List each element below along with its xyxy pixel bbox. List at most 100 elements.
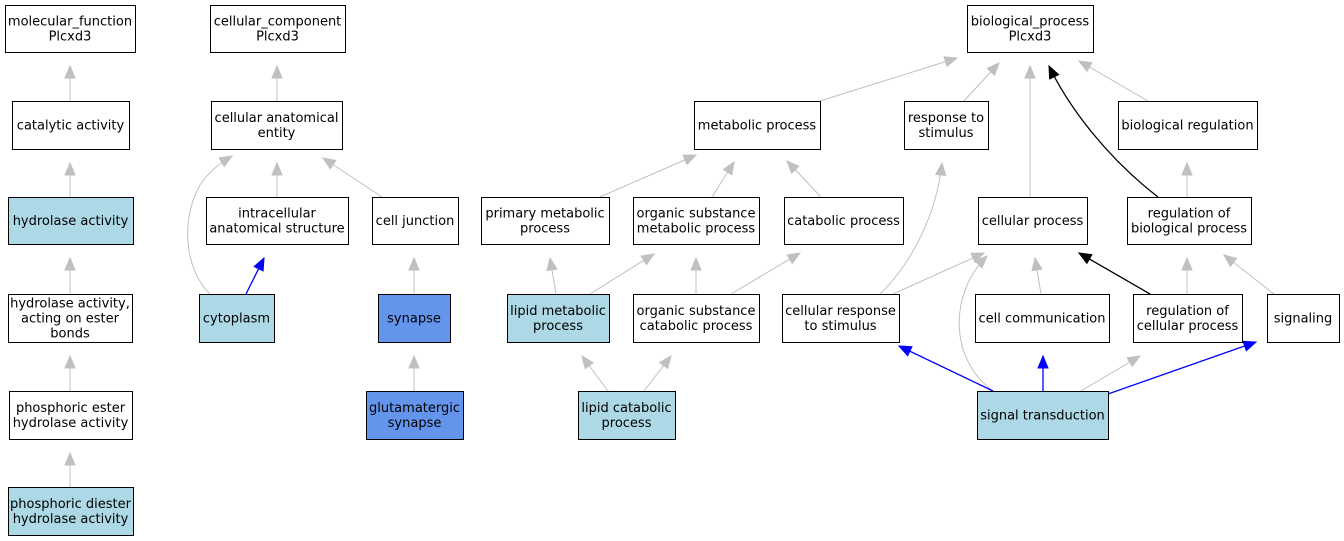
node-cell-communication[interactable]: cell communication (975, 294, 1110, 343)
edge-lipid-catabolic-to-lipid-metabolic (581, 354, 609, 392)
node-label-line: catalytic activity (17, 119, 125, 134)
node-box (378, 294, 451, 343)
node-label-line: cytoplasm (203, 312, 270, 327)
edge-signaling-to-reg-bio-process (1222, 254, 1275, 295)
node-box (977, 391, 1109, 440)
arrowhead (943, 56, 959, 68)
node-box (904, 101, 989, 150)
node-box (978, 197, 1088, 245)
node-box (372, 197, 459, 245)
node-box (507, 294, 610, 343)
edge-reg-cell-process-to-reg-bio-process (1181, 256, 1193, 294)
arrowhead (546, 256, 558, 272)
arrowhead (690, 256, 702, 271)
node-box (12, 101, 130, 150)
node-synapse[interactable]: synapse (378, 294, 451, 343)
arrowhead (408, 256, 420, 271)
edge-lipid-catabolic-to-organic-catabolic (643, 354, 672, 392)
node-box (633, 197, 760, 245)
node-cell-junction[interactable]: cell junction (372, 197, 459, 245)
edge-cellular-response-to-response-stimulus (879, 161, 947, 295)
edge-signal-transduction-to-reg-cell-process (1080, 355, 1142, 392)
arrowhead (64, 64, 76, 79)
node-catabolic[interactable]: catabolic process (784, 197, 904, 245)
node-signal-transduction[interactable]: signal transduction (977, 391, 1109, 440)
edge-organic-catabolic-to-organic-metabolic (690, 256, 702, 294)
arrowhead (1181, 161, 1193, 176)
node-label-line: hydrolase activity (13, 416, 129, 431)
node-bio-regulation[interactable]: biological regulation (1118, 101, 1258, 150)
arrowhead (1126, 355, 1142, 368)
arrowhead (786, 160, 800, 175)
arrowhead (64, 161, 76, 176)
edge-hydrolase-ester-to-hydrolase (64, 256, 76, 294)
node-box (199, 294, 275, 343)
node-label-line: entity (258, 126, 296, 141)
node-label-line: regulation of (1148, 207, 1231, 222)
node-catalytic[interactable]: catalytic activity (12, 101, 130, 150)
edge-glutamatergic-to-synapse (408, 354, 420, 391)
arrowhead (1037, 354, 1049, 369)
node-label-line: hydrolase activity, (10, 297, 130, 312)
arrowhead (970, 252, 986, 264)
node-label-line: hydrolase activity (13, 214, 129, 229)
node-cellular-process[interactable]: cellular process (978, 197, 1088, 245)
node-label-line: phosphoric diester (10, 497, 132, 512)
node-box (210, 5, 346, 53)
edge-bio-regulation-to-bp-root (1077, 60, 1149, 102)
arrowhead (64, 256, 76, 271)
arrowhead (64, 354, 76, 369)
node-box (633, 294, 760, 343)
node-label-line: signal transduction (980, 409, 1105, 424)
arrowhead (1242, 340, 1258, 352)
arrowhead (640, 253, 656, 266)
arrowhead (658, 354, 672, 370)
node-label-line: Plcxd3 (49, 30, 92, 45)
edge-primary-metabolic-to-metabolic (599, 154, 698, 198)
node-label-line: cellular anatomical (215, 111, 339, 126)
node-signaling[interactable]: signaling (1267, 294, 1340, 343)
node-box (9, 391, 133, 440)
arrowhead (1222, 254, 1238, 268)
node-box (366, 391, 464, 440)
edge-lipid-metabolic-to-organic-metabolic (589, 253, 656, 295)
arrowhead (1181, 256, 1193, 271)
edge-phosphoric-ester-to-hydrolase-ester (64, 354, 76, 391)
arrowhead (581, 354, 595, 370)
edge-reg-bio-process-to-bio-regulation (1181, 161, 1193, 197)
node-cytoplasm[interactable]: cytoplasm (199, 294, 275, 343)
edge-catalytic-to-mf-root (64, 64, 76, 101)
node-label-line: cellular response (785, 304, 896, 319)
node-box (211, 101, 343, 150)
arrowhead (1024, 64, 1036, 79)
node-box (8, 197, 134, 245)
node-label-line: intracellular (238, 207, 316, 222)
node-label-line: cellular_component (214, 15, 342, 30)
node-hydrolase[interactable]: hydrolase activity (8, 197, 134, 245)
node-label-line: organic substance (637, 304, 756, 319)
node-box (967, 5, 1094, 53)
node-metabolic[interactable]: metabolic process (694, 101, 821, 150)
node-label-line: process (602, 416, 652, 431)
arrowhead (786, 252, 802, 265)
edge-signal-transduction-to-cell-communication (1037, 354, 1049, 391)
node-label-line: to stimulus (804, 319, 876, 334)
